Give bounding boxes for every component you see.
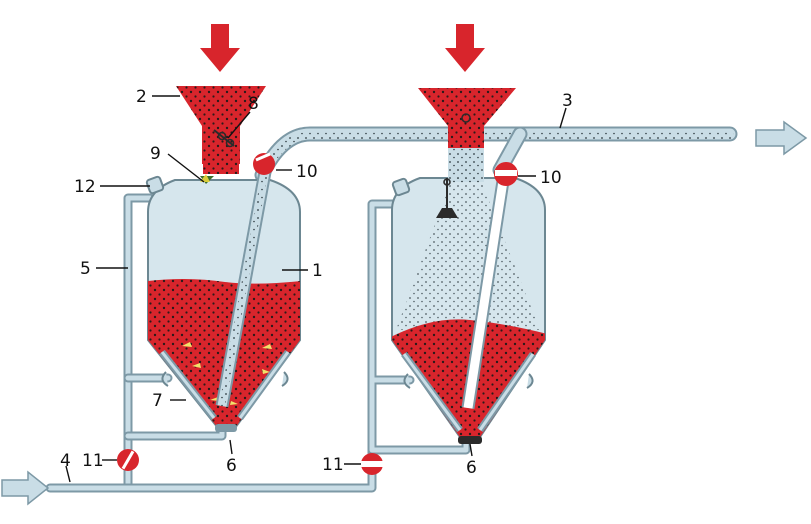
label-1: 1 xyxy=(312,261,323,281)
air-inlet-arrow xyxy=(1,470,50,506)
conveyed-outlet-arrow xyxy=(755,120,808,156)
label-11-left: 11 xyxy=(82,451,104,471)
pipe-5 xyxy=(123,193,155,493)
valve-11-right xyxy=(361,453,383,475)
leader-lines xyxy=(65,95,567,483)
label-12: 12 xyxy=(74,177,96,197)
material-feed-arrow-right xyxy=(445,24,485,72)
valve-11-left xyxy=(117,449,139,471)
label-10-left: 10 xyxy=(296,162,318,182)
valve-8 xyxy=(213,129,235,148)
label-2: 2 xyxy=(136,87,147,107)
label-6-left: 6 xyxy=(226,456,237,476)
material-feed-arrow-left xyxy=(200,24,240,72)
label-3: 3 xyxy=(562,91,573,111)
part-labels: 2 8 9 12 10 5 1 7 6 11 4 3 10 11 6 xyxy=(60,87,573,478)
label-9: 9 xyxy=(150,144,161,164)
valve-12 xyxy=(145,175,165,195)
label-8: 8 xyxy=(248,94,259,114)
label-7: 7 xyxy=(152,391,163,411)
label-11-right: 11 xyxy=(322,455,344,475)
label-10-right: 10 xyxy=(540,168,562,188)
vessel-right xyxy=(391,88,546,444)
label-6-right: 6 xyxy=(466,458,477,478)
label-5: 5 xyxy=(80,259,91,279)
vessel-left xyxy=(145,86,301,432)
label-4: 4 xyxy=(60,451,71,471)
